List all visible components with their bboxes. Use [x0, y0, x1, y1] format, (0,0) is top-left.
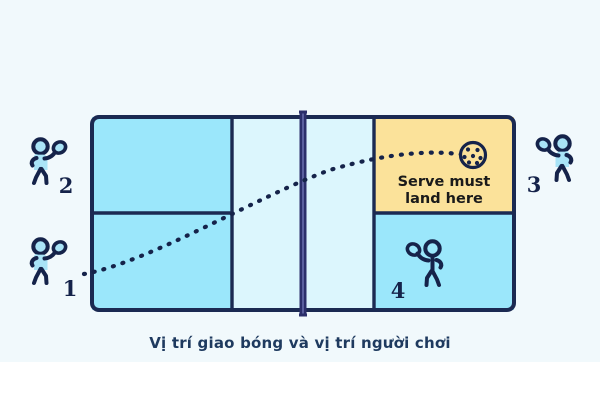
player-3-label: 3: [527, 172, 542, 197]
player-2-label: 2: [59, 173, 74, 198]
bottom-white-band: [0, 362, 600, 400]
court-right-bottom-box: [374, 213, 514, 310]
serve-target-box: [374, 117, 514, 213]
player-2: 2: [29, 137, 74, 198]
kitchen-right: [303, 117, 374, 310]
serve-target-label-line2: land here: [405, 191, 483, 207]
pickleball-icon: [458, 140, 488, 170]
player-3: 3: [527, 134, 574, 197]
player-1-label: 1: [63, 276, 78, 301]
serve-target-label-line1: Serve must: [398, 174, 491, 190]
caption-text: Vị trí giao bóng và vị trí người chơi: [149, 334, 451, 352]
player-4-label: 4: [391, 278, 406, 303]
court-group: [90, 110, 516, 317]
player-4: 4: [391, 239, 444, 303]
player-1: 1: [29, 237, 78, 301]
kitchen-left: [232, 117, 303, 310]
